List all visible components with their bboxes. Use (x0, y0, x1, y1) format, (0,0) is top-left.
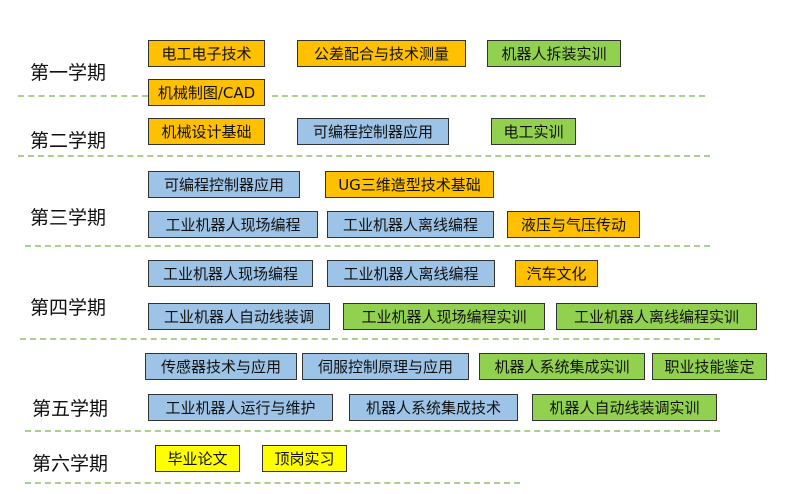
course-box: 职业技能鉴定 (652, 353, 767, 380)
course-box: 可编程控制器应用 (297, 118, 449, 145)
course-box: 机器人系统集成技术 (349, 394, 518, 421)
course-box: 电工电子技术 (148, 40, 265, 67)
term-label: 第四学期 (30, 297, 107, 319)
course-box: 工业机器人运行与维护 (148, 394, 333, 421)
term-label: 第一学期 (30, 62, 107, 84)
course-box: 可编程控制器应用 (148, 171, 300, 198)
course-box: 工业机器人离线编程 (327, 260, 495, 287)
term-divider (25, 245, 710, 247)
term-label: 第六学期 (32, 453, 109, 475)
course-box: 液压与气压传动 (507, 211, 640, 238)
course-box: 工业机器人现场编程 (148, 211, 318, 238)
course-box: 机器人自动线装调实训 (532, 394, 717, 421)
term-divider (25, 430, 720, 432)
term-label: 第五学期 (32, 398, 109, 420)
course-box: UG三维造型技术基础 (325, 171, 494, 198)
course-box: 工业机器人离线编程 (327, 211, 494, 238)
term-divider (18, 95, 148, 97)
course-box: 机器人系统集成实训 (479, 353, 645, 380)
course-box: 机械设计基础 (148, 118, 265, 145)
term-label: 第三学期 (30, 207, 107, 229)
term-divider (20, 338, 720, 340)
course-box: 公差配合与技术测量 (297, 40, 466, 67)
term-label: 第二学期 (30, 130, 107, 152)
course-box: 电工实训 (491, 118, 576, 145)
course-box: 机器人拆装实训 (487, 40, 621, 67)
term-divider (272, 95, 705, 97)
course-box: 工业机器人自动线装调 (148, 303, 330, 330)
course-box: 传感器技术与应用 (145, 353, 297, 380)
course-box: 工业机器人现场编程 (148, 260, 313, 287)
course-box: 伺服控制原理与应用 (302, 353, 469, 380)
term-divider (18, 155, 710, 157)
course-box: 顶岗实习 (262, 445, 347, 472)
course-box: 工业机器人离线编程实训 (556, 303, 757, 330)
course-box: 工业机器人现场编程实训 (343, 303, 545, 330)
term-divider (25, 482, 520, 484)
course-box: 毕业论文 (155, 445, 240, 472)
course-box: 汽车文化 (515, 260, 598, 287)
course-box: 机械制图/CAD (148, 79, 265, 106)
